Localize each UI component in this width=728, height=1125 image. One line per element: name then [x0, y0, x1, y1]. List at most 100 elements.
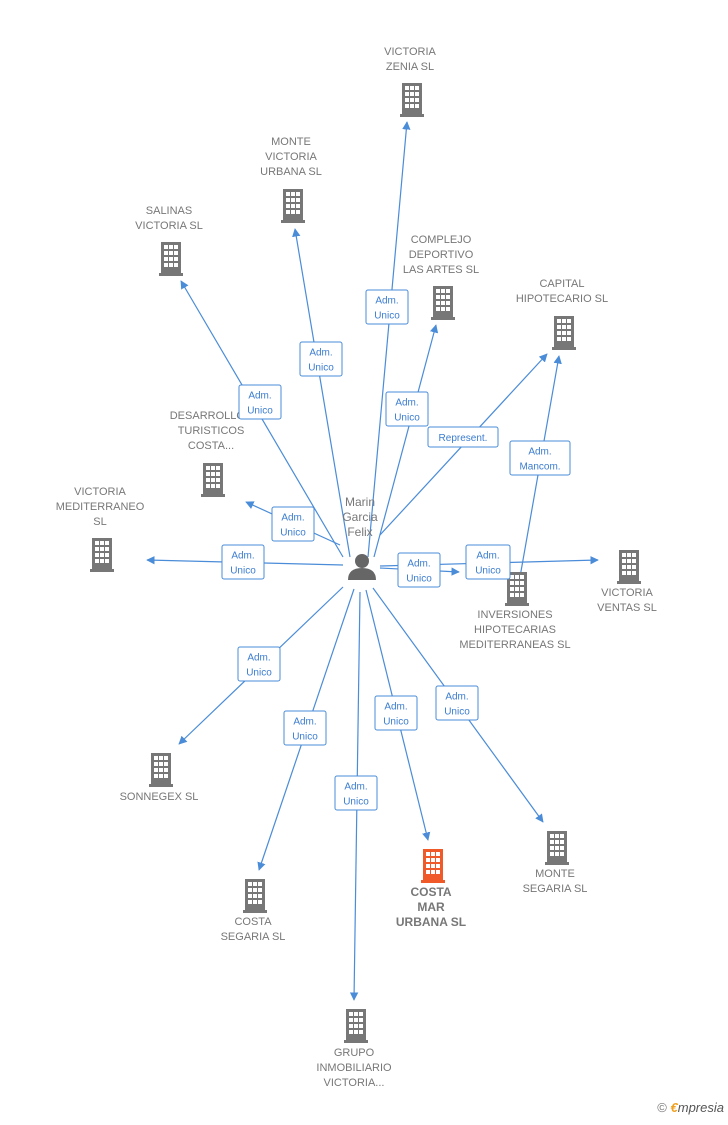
company-node-monte-segaria[interactable]: MONTE SEGARIA SL — [523, 831, 588, 895]
edge-label-text: Unico — [230, 566, 256, 577]
person-icon — [348, 554, 376, 580]
company-label: INMOBILIARIO — [316, 1062, 392, 1074]
edge-label-text: Unico — [247, 406, 273, 417]
company-label: VICTORIA — [74, 486, 126, 498]
brand-logo-initial: € — [670, 1100, 678, 1115]
edge-label-box — [237, 646, 281, 682]
edge-label-text: Adm. — [395, 398, 418, 409]
edge-line-victoria-zenia — [367, 121, 411, 558]
brand-logo-text: mpresia — [677, 1100, 724, 1115]
edge-label-inversiones-hipotecarias: Adm.Unico — [397, 552, 441, 588]
edge-label-box — [221, 544, 265, 580]
edge-label-text: Adm. — [293, 717, 316, 728]
company-label: SEGARIA SL — [523, 883, 588, 895]
edge-label-monte-victoria-urbana: Adm.Unico — [299, 341, 343, 377]
company-label: MEDITERRANEO — [56, 501, 145, 513]
edge-label-box — [374, 695, 418, 731]
edge-label-text: Unico — [475, 566, 501, 577]
building-icon — [545, 831, 569, 865]
company-label: MAR — [417, 900, 445, 914]
edges-layer — [146, 121, 599, 1001]
edge-label-capital-hipotecario-2: Adm.Mancom. — [509, 440, 571, 476]
company-label: HIPOTECARIAS — [474, 624, 556, 636]
edge-label-box — [299, 341, 343, 377]
edge-label-box — [283, 710, 327, 746]
company-label: COMPLEJO — [411, 234, 472, 246]
edge-label-victoria-ventas: Adm. Unico — [465, 544, 511, 580]
edge-label-box — [238, 384, 282, 420]
edge-label-desarrollos-turisticos: Adm. Unico — [271, 506, 315, 542]
edge-label-text: Adm. — [281, 513, 304, 524]
company-node-victoria-mediterraneo[interactable]: VICTORIA MEDITERRANEO SL — [56, 486, 145, 572]
edge-labels-layer: Adm.UnicoAdm.UnicoAdm.UnicoAdm.UnicoRepr… — [221, 289, 571, 811]
company-label: SEGARIA SL — [221, 931, 286, 943]
company-label: LAS ARTES SL — [403, 264, 479, 276]
company-label: HIPOTECARIO SL — [516, 293, 608, 305]
building-icon — [243, 879, 267, 913]
edge-label-box — [334, 775, 378, 811]
company-label: ZENIA SL — [386, 61, 434, 73]
edge-label-grupo-inmobiliario: Adm.Unico — [334, 775, 378, 811]
company-label: VICTORIA... — [324, 1077, 385, 1089]
edge-label-text: Unico — [394, 413, 420, 424]
company-node-grupo-inmobiliario[interactable]: GRUPOINMOBILIARIOVICTORIA... — [316, 1009, 392, 1089]
company-node-victoria-zenia[interactable]: VICTORIA ZENIA SL — [384, 46, 437, 117]
edge-label-sonnegex: Adm.Unico — [237, 646, 281, 682]
edge-label-text: Adm. — [309, 348, 332, 359]
edge-label-box — [385, 391, 429, 427]
building-icon — [149, 753, 173, 787]
person-label: Marin — [345, 495, 375, 509]
person-label: Felix — [347, 525, 372, 539]
edge-label-text: Adm. — [231, 551, 254, 562]
edge-label-box — [509, 440, 571, 476]
building-icon — [400, 83, 424, 117]
edge-label-text: Unico — [374, 311, 400, 322]
edge-label-text: Unico — [280, 528, 306, 539]
company-node-sonnegex[interactable]: SONNEGEX SL — [120, 753, 199, 803]
building-icon — [431, 286, 455, 320]
company-label: VICTORIA SL — [135, 220, 203, 232]
company-label: SL — [93, 516, 106, 528]
edge-label-text: Adm. — [247, 653, 270, 664]
company-label: MONTE — [535, 868, 575, 880]
company-label: COSTA — [410, 885, 451, 899]
company-label: VICTORIA — [384, 46, 436, 58]
edge-label-text: Unico — [383, 717, 409, 728]
company-label: DESARROLLOS — [170, 410, 253, 422]
edge-label-text: Unico — [406, 574, 432, 585]
building-icon — [344, 1009, 368, 1043]
edge-label-text: Adm. — [476, 551, 499, 562]
edge-label-salinas-victoria: Adm. Unico — [238, 384, 282, 420]
edge-label-text: Adm. — [344, 782, 367, 793]
edge-label-victoria-zenia: Adm.Unico — [365, 289, 409, 325]
company-node-desarrollos-turisticos[interactable]: DESARROLLOSTURISTICOSCOSTA... — [170, 410, 253, 497]
edge-label-text: Mancom. — [519, 462, 560, 473]
edge-label-complejo-deportivo: Adm. Unico — [385, 391, 429, 427]
copyright-symbol: © — [657, 1100, 667, 1115]
footer-brand: © €mpresia — [657, 1100, 724, 1115]
edge-label-text: Adm. — [384, 702, 407, 713]
edge-label-text: Adm. — [248, 391, 271, 402]
building-icon — [281, 189, 305, 223]
building-icon — [201, 463, 225, 497]
edge-label-box — [435, 685, 479, 721]
edge-label-box — [365, 289, 409, 325]
building-icon — [552, 316, 576, 350]
building-icon — [617, 550, 641, 584]
company-label: MEDITERRANEAS SL — [459, 639, 570, 651]
company-label: VENTAS SL — [597, 602, 657, 614]
edge-label-victoria-mediterraneo: Adm. Unico — [221, 544, 265, 580]
company-label: SONNEGEX SL — [120, 791, 199, 803]
building-icon — [90, 538, 114, 572]
edge-label-costa-mar-urbana: Adm. Unico — [374, 695, 418, 731]
